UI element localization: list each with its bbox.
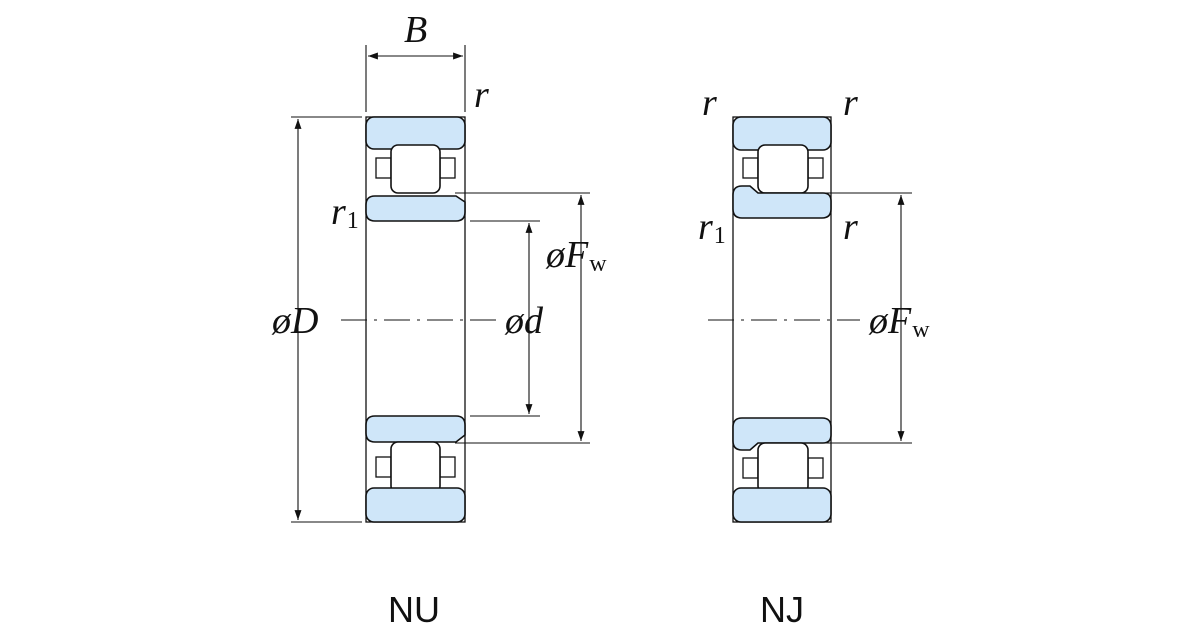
nj-radius-top-left-label: r	[702, 82, 717, 124]
nu-lower-cage-right	[439, 456, 456, 478]
nj-lower-inner-ring	[732, 417, 832, 451]
nu-caption: NU	[388, 589, 440, 630]
nj-lower-cage-left	[742, 457, 759, 479]
nu-upper-cage-right	[439, 157, 456, 179]
nj-upper-cage-left	[742, 157, 759, 179]
nj-upper-inner-ring	[732, 185, 832, 219]
nu-upper-cage-left	[375, 157, 392, 179]
nj-fw-label: øFw	[868, 300, 930, 343]
nu-lower-cage-left	[375, 456, 392, 478]
nj-lower-cage-right	[807, 457, 824, 479]
nj-radius-top-right-label: r	[843, 82, 858, 124]
nu-upper-inner-ring	[365, 195, 466, 222]
width-label: B	[404, 9, 427, 51]
nu-bearing: B r r1 øD ød øFw NU	[271, 9, 607, 630]
nu-upper-roller	[390, 144, 441, 194]
nj-caption: NJ	[760, 589, 804, 630]
nj-r1-label: r1	[698, 206, 726, 249]
nu-lower-roller	[390, 441, 441, 494]
bore-diameter-label: ød	[504, 300, 544, 342]
nj-upper-cage-right	[807, 157, 824, 179]
nj-radius-inner-right-label: r	[843, 206, 858, 248]
outer-diameter-label: øD	[271, 300, 318, 342]
nu-fw-label: øFw	[545, 234, 607, 277]
nu-r1-label: r1	[331, 191, 359, 234]
nu-lower-outer-ring	[365, 487, 466, 523]
nj-upper-roller	[757, 144, 809, 194]
nj-lower-roller	[757, 442, 809, 494]
nu-lower-inner-ring	[365, 415, 466, 443]
nj-bearing: r r r1 r øFw NJ	[698, 82, 930, 630]
nj-lower-outer-ring	[732, 487, 832, 523]
nu-radius-label: r	[474, 74, 489, 116]
